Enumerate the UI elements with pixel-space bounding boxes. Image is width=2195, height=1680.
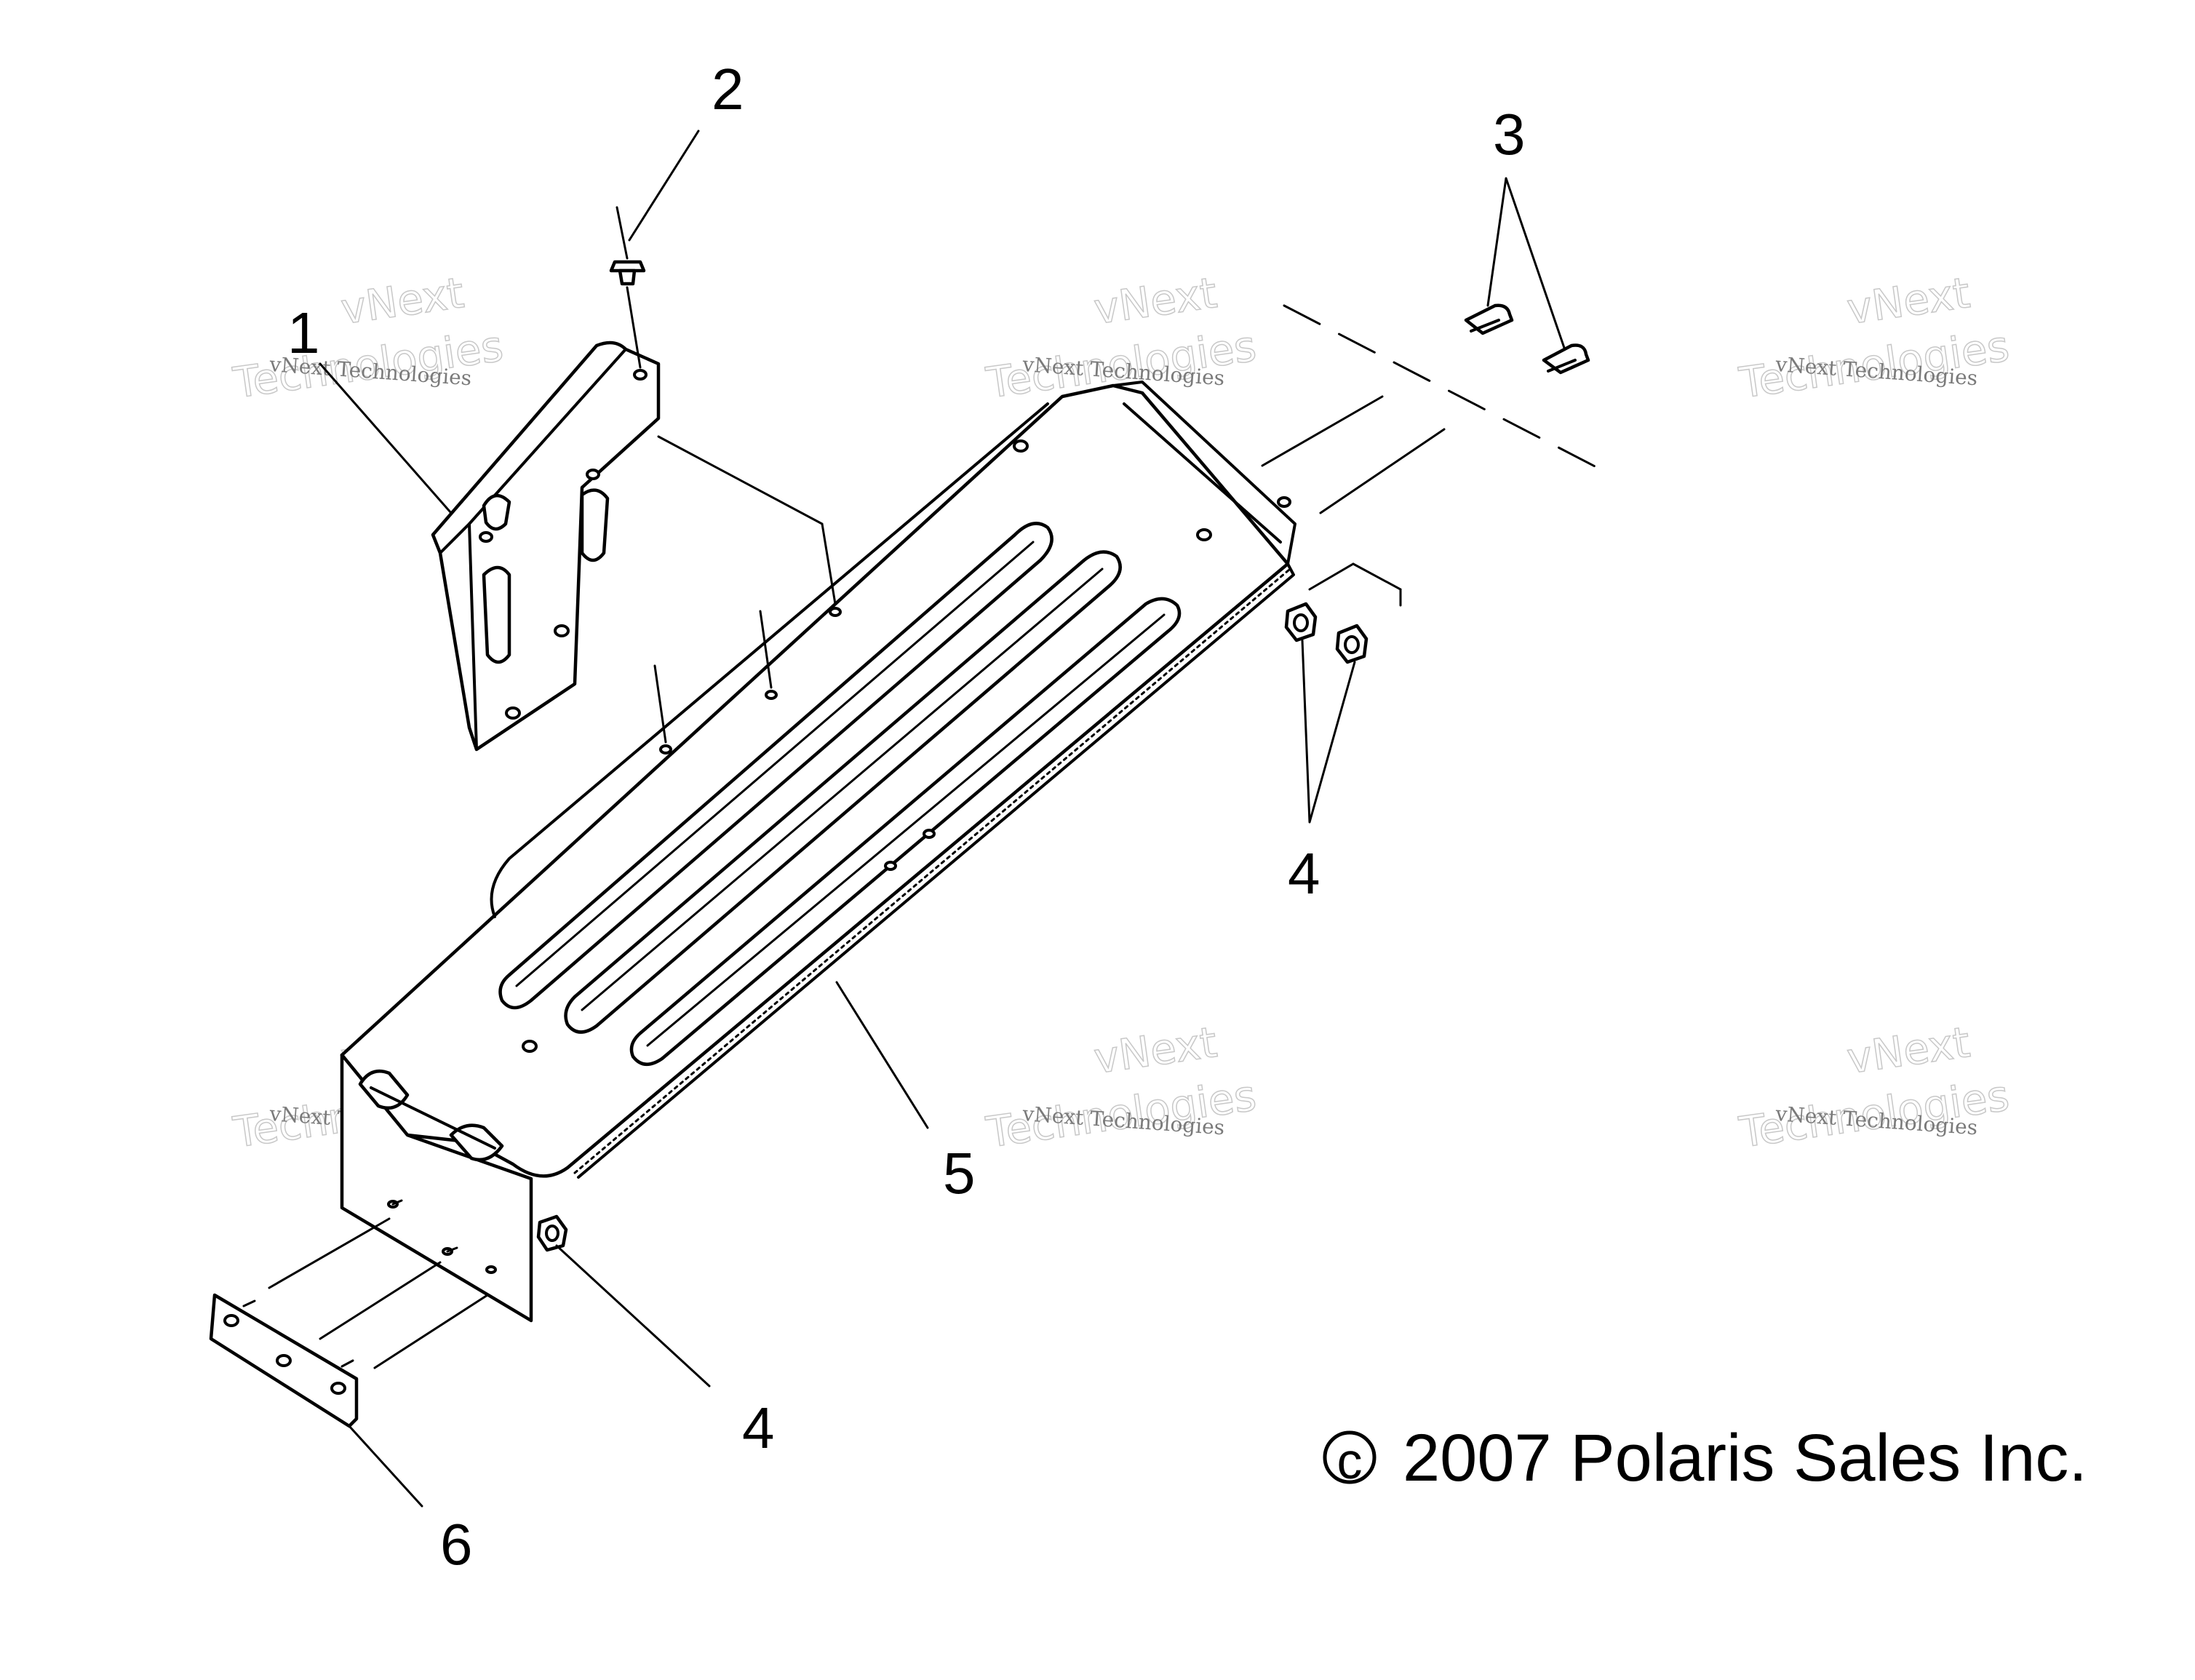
screws-part xyxy=(1464,303,1590,375)
nut-hole xyxy=(1344,635,1360,654)
dash-line xyxy=(1283,304,1602,471)
bracket-slot xyxy=(580,488,610,562)
bolt-shank xyxy=(618,268,637,286)
mount-hole xyxy=(522,1040,538,1053)
bracket-hole xyxy=(479,531,493,543)
watermark-text: vNext xyxy=(1844,268,1972,334)
copyright-symbol: c xyxy=(1337,1433,1363,1489)
leader-lines xyxy=(319,130,1566,1508)
rib-inner xyxy=(646,613,1166,1047)
mount-hole xyxy=(765,690,778,700)
rib-inner xyxy=(515,541,1035,987)
mount-hole xyxy=(923,829,936,839)
callout-3: 3 xyxy=(1493,102,1526,167)
callout-2: 2 xyxy=(712,57,744,122)
bracket-slot xyxy=(482,565,511,664)
screw xyxy=(1464,303,1514,335)
copyright-text: 2007 Polaris Sales Inc. xyxy=(1403,1421,2087,1495)
mount-hole xyxy=(884,861,897,871)
plate-stud xyxy=(242,1299,354,1368)
callout-4b: 4 xyxy=(742,1396,775,1460)
watermark-text: vNext xyxy=(1091,1017,1219,1083)
mount-hole xyxy=(659,744,672,755)
bolt-axis xyxy=(616,206,629,260)
tray-ribs xyxy=(498,522,1182,1066)
watermark: vNext Technologies vNext Technologies xyxy=(229,267,506,408)
watermark: vNext Technologies vNext Technologies xyxy=(982,1016,1259,1158)
tray-left-notch xyxy=(490,402,1049,918)
tray-holes xyxy=(522,439,1291,1053)
screw xyxy=(1542,343,1590,375)
plate-part xyxy=(209,1293,359,1428)
callout-4a: 4 xyxy=(1288,841,1320,906)
bracket-part xyxy=(431,341,661,752)
nut-hole xyxy=(1293,613,1309,632)
assembly-line xyxy=(1319,428,1446,514)
leader-line-1 xyxy=(319,362,453,514)
mount-hole xyxy=(1196,528,1212,541)
flange-screw xyxy=(391,1199,458,1253)
assembly-line xyxy=(759,610,773,689)
tray-texture-edge xyxy=(573,568,1291,1174)
watermark: vNext Technologies vNext Technologies xyxy=(1735,1016,2012,1158)
bracket-hole xyxy=(505,706,521,720)
assembly-line xyxy=(1308,562,1402,607)
assembly-line xyxy=(268,1217,391,1289)
bolt-head xyxy=(609,260,646,273)
callouts: 1 2 3 4 4 5 6 xyxy=(287,57,1526,1577)
assembly-line xyxy=(1261,395,1384,467)
screw-shank xyxy=(1470,319,1500,333)
bracket-slot xyxy=(482,494,511,531)
bolt-part xyxy=(609,206,646,369)
bracket-hole xyxy=(633,369,648,381)
tray-body xyxy=(340,383,1290,1178)
copyright-notice: c 2007 Polaris Sales Inc. xyxy=(1323,1421,2087,1495)
assembly-lines xyxy=(268,304,1602,1369)
hinge xyxy=(358,1069,504,1162)
tray-part xyxy=(340,381,1296,1323)
assembly-line xyxy=(319,1261,442,1340)
watermark-text: vNext xyxy=(1091,268,1219,334)
leader-line-5 xyxy=(835,981,929,1129)
tray-right-lip-fold xyxy=(1123,402,1282,544)
bolt-axis xyxy=(626,286,642,369)
watermark-text: vNext xyxy=(338,268,466,334)
leader-line-2 xyxy=(628,130,700,242)
leader-line-3 xyxy=(1486,177,1566,349)
tray-right-lip xyxy=(1112,381,1296,565)
bracket-body xyxy=(431,341,661,752)
leader-line-6 xyxy=(348,1425,423,1508)
watermark: vNext Technologies vNext Technologies xyxy=(1735,267,2012,408)
bracket-hole xyxy=(586,469,600,480)
bracket-fold xyxy=(439,348,627,751)
mount-hole xyxy=(829,607,842,617)
assembly-line xyxy=(653,664,667,744)
callout-6: 6 xyxy=(440,1512,473,1577)
plate-hole xyxy=(223,1314,239,1327)
nut-hole xyxy=(545,1225,559,1242)
mount-hole xyxy=(1013,439,1029,453)
copyright-circle xyxy=(1323,1430,1377,1484)
leader-line-4b xyxy=(555,1244,711,1388)
plate-hole xyxy=(276,1354,292,1367)
flange-hole xyxy=(485,1265,497,1274)
hinge-pin xyxy=(370,1086,496,1150)
nuts-part xyxy=(536,602,1369,1252)
tray-front-edge xyxy=(566,562,1295,1179)
screw-shank xyxy=(1547,359,1577,373)
plate-hole xyxy=(330,1382,346,1395)
bracket-hole xyxy=(554,624,570,637)
watermark-text: vNext xyxy=(1844,1017,1972,1083)
callout-1: 1 xyxy=(287,300,320,365)
leader-line-4a xyxy=(1301,639,1356,824)
rib-inner xyxy=(581,568,1104,1011)
assembly-line xyxy=(657,435,837,605)
callout-5: 5 xyxy=(943,1141,976,1206)
assembly-line xyxy=(373,1294,489,1369)
mount-hole xyxy=(1277,496,1291,508)
